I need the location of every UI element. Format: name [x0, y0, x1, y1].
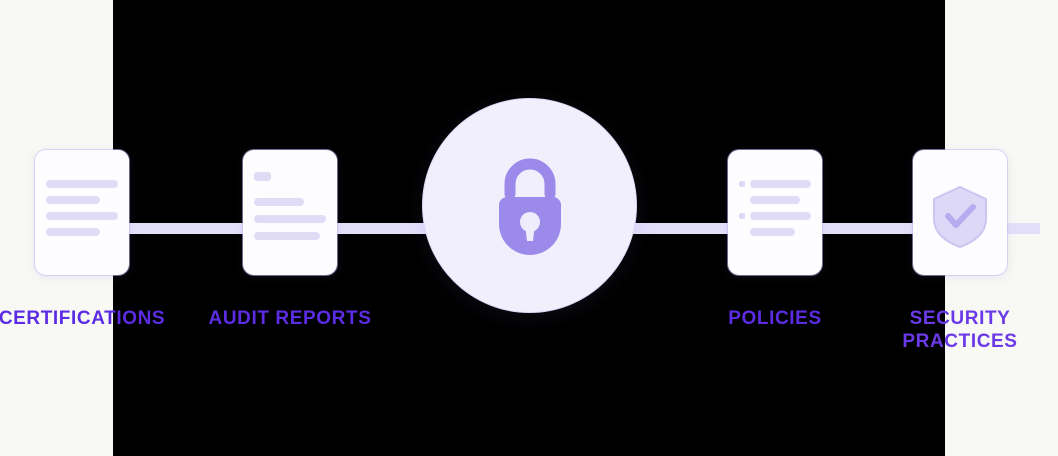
document-checklist-icon: [728, 150, 822, 275]
document-line-row: [46, 228, 118, 236]
document-line-row: [739, 196, 811, 204]
text-line: [750, 212, 811, 220]
document-line-row: [739, 212, 811, 220]
shield-check-badge: [913, 184, 1007, 250]
document-content-lines: [739, 180, 811, 236]
text-line: [46, 196, 100, 204]
connector-line-2: [300, 223, 460, 234]
bullet-spacer: [739, 229, 745, 235]
text-line: [750, 228, 795, 236]
node-security-practices[interactable]: [885, 150, 1035, 275]
node-certifications[interactable]: [7, 150, 157, 275]
document-line-row: [46, 196, 118, 204]
label-security-practices: SECURITY PRACTICES: [902, 308, 1018, 352]
text-line: [46, 228, 100, 236]
document-line-row: [254, 198, 326, 206]
text-line: [254, 198, 304, 206]
document-line-row: [254, 232, 326, 240]
text-line: [750, 196, 800, 204]
bullet-dot: [739, 181, 745, 187]
node-audit-reports[interactable]: [215, 150, 365, 275]
document-line-row: [254, 215, 326, 223]
text-line: [46, 180, 118, 188]
document-content-lines: [254, 172, 326, 240]
document-lines-icon: [35, 150, 129, 275]
label-policies: POLICIES: [728, 308, 822, 329]
label-certifications: CERTIFICATIONS: [0, 308, 166, 329]
text-line: [46, 212, 118, 220]
document-line-row: [739, 180, 811, 188]
node-security-hub[interactable]: [422, 98, 637, 313]
document-content-lines: [46, 180, 118, 236]
text-line: [254, 232, 320, 240]
connector-line-1: [118, 223, 258, 234]
document-line-row: [46, 180, 118, 188]
connector-line-3: [600, 223, 755, 234]
node-policies[interactable]: [700, 150, 850, 275]
bullet-dot: [739, 213, 745, 219]
document-report-icon: [243, 150, 337, 275]
document-line-row: [254, 172, 326, 181]
document-line-row: [739, 228, 811, 236]
bullet-spacer: [739, 197, 745, 203]
padlock-icon: [498, 158, 561, 255]
header-chip: [254, 172, 271, 181]
document-line-row: [46, 212, 118, 220]
shield-icon: [933, 185, 987, 249]
text-line: [254, 215, 326, 223]
document-shield-check-icon: [913, 150, 1007, 275]
label-audit-reports: AUDIT REPORTS: [208, 308, 372, 329]
text-line: [750, 180, 811, 188]
connector-line-4: [790, 223, 950, 234]
